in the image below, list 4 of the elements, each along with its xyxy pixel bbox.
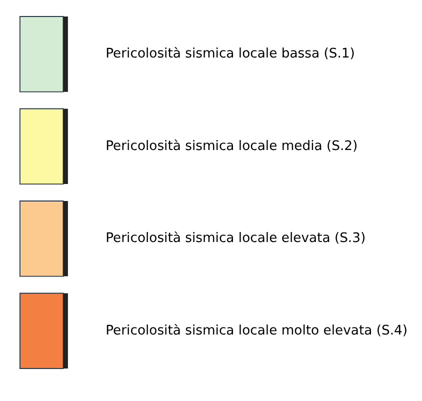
legend-label: Pericolosità sismica locale elevata (S.3) bbox=[106, 230, 366, 246]
legend-label: Pericolosità sismica locale molto elevata (S.4) bbox=[106, 322, 408, 338]
legend-label: Pericolosità sismica locale media (S.2) bbox=[106, 138, 358, 154]
legend-label: Pericolosità sismica locale bassa (S.1) bbox=[106, 46, 355, 62]
